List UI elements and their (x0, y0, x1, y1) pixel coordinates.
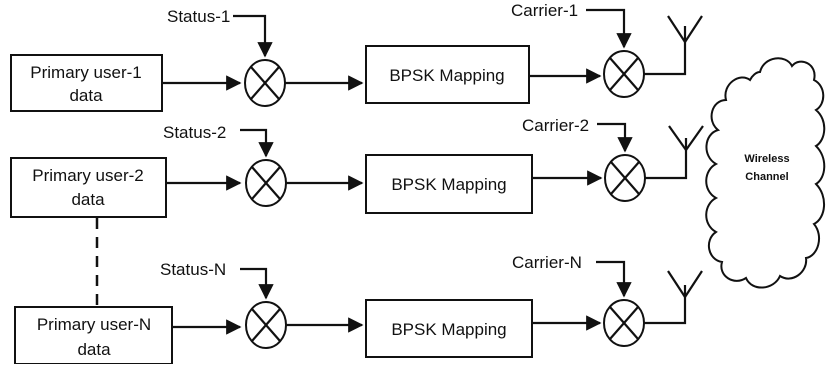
cloud-icon (705, 57, 826, 289)
row-2: Primary user-2 data Status-2 BPSK Mappin… (10, 116, 704, 218)
primary-user-1-box (10, 54, 163, 112)
arrow-carriern-to-mixer (596, 260, 632, 298)
row-1: Primary user-1 data Status-1 BPSK Mappin… (10, 1, 703, 112)
antenna-2-icon (645, 125, 704, 180)
carrier-2-label: Carrier-2 (522, 116, 589, 135)
carrier-mixer-2-icon (604, 154, 646, 202)
arrow-carrier2-to-mixer (597, 122, 633, 153)
row-n: Primary user-N data Status-N BPSK Mappin… (14, 253, 703, 365)
carrier-mixer-n-icon (603, 299, 645, 347)
bpsk-mapping-n-box (365, 299, 533, 358)
mixer-n-icon (245, 301, 287, 349)
bpsk-mapping-n-label: BPSK Mapping (391, 320, 506, 339)
arrow-carrier1-to-mixer (586, 8, 632, 49)
bpsk-mapping-2-label: BPSK Mapping (391, 175, 506, 194)
antenna-1-icon (644, 15, 703, 76)
status-1-label: Status-1 (167, 7, 230, 26)
bpsk-mapping-1-box (365, 45, 530, 104)
carrier-mixer-1-icon (603, 50, 645, 98)
carrier-1-label: Carrier-1 (511, 1, 578, 20)
channel-label: Channel (745, 171, 788, 183)
primary-user-n-box (14, 306, 173, 365)
carrier-n-label: Carrier-N (512, 253, 582, 272)
mixer-1-icon (244, 59, 286, 107)
arrow-status2-to-mixer2 (240, 128, 274, 158)
primary-user-2-data-label: data (71, 190, 105, 209)
primary-user-2-label: Primary user-2 (32, 166, 143, 185)
status-n-label: Status-N (160, 260, 226, 279)
bpsk-mapping-1-label: BPSK Mapping (389, 66, 504, 85)
arrow-statusn-to-mixern (240, 267, 274, 300)
primary-user-1-data-label: data (69, 86, 103, 105)
primary-user-n-data-label: data (77, 340, 111, 359)
primary-user-1-label: Primary user-1 (30, 63, 141, 82)
status-2-label: Status-2 (163, 123, 226, 142)
mixer-2-icon (245, 159, 287, 207)
primary-user-n-label: Primary user-N (37, 315, 151, 334)
bpsk-mapping-2-box (365, 154, 533, 214)
wireless-label: Wireless (744, 153, 789, 165)
antenna-n-icon (644, 270, 703, 325)
arrow-status1-to-mixer1 (233, 14, 273, 58)
primary-user-2-box (10, 157, 167, 218)
wireless-channel-cloud: Wireless Channel (705, 57, 826, 289)
